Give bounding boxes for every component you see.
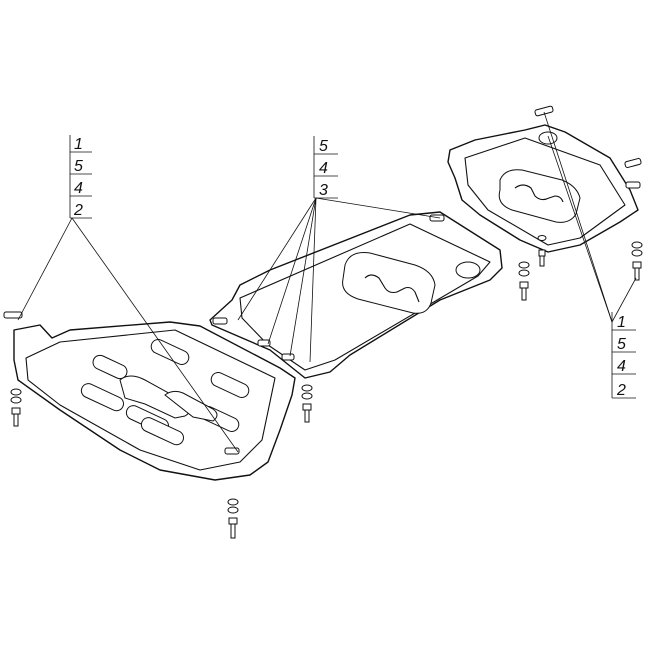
callout-label: 4 bbox=[617, 358, 626, 375]
callout-label: 5 bbox=[319, 138, 328, 155]
callout-label: 4 bbox=[74, 180, 83, 197]
tab-slot bbox=[3, 311, 23, 319]
tab-slot bbox=[224, 447, 240, 455]
callout-label: 1 bbox=[74, 136, 83, 153]
callout-label: 1 bbox=[617, 314, 626, 331]
callout-label: 3 bbox=[319, 182, 328, 199]
fastener-stack bbox=[10, 388, 22, 427]
callout-center: 5 4 3 bbox=[313, 136, 338, 199]
center-skid-plate bbox=[209, 211, 503, 379]
leader-lines bbox=[17, 111, 637, 453]
callout-left: 1 5 4 2 bbox=[69, 135, 92, 219]
fastener-stack bbox=[301, 384, 313, 423]
callout-label: 4 bbox=[319, 160, 328, 177]
callout-label: 5 bbox=[617, 336, 626, 353]
rear-skid-plate bbox=[447, 105, 642, 253]
callout-right: 1 5 4 2 bbox=[611, 312, 636, 399]
fastener-stack bbox=[227, 498, 239, 539]
fastener-stack bbox=[518, 261, 530, 301]
front-skid-plate bbox=[13, 321, 296, 481]
fastener-stack bbox=[631, 241, 643, 281]
fastener-stack bbox=[537, 235, 547, 267]
callout-label: 2 bbox=[616, 382, 626, 399]
callout-label: 2 bbox=[73, 202, 83, 219]
callout-label: 5 bbox=[74, 158, 83, 175]
